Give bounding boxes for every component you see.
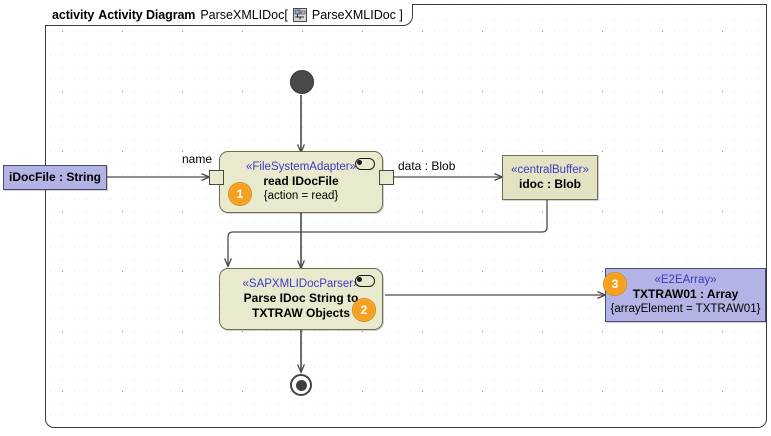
action-node-parser-stereotype: «SAPXMLIDocParser» [242,277,360,290]
object-node-idocfile[interactable]: iDocFile : String [3,165,107,190]
action-node-read-label: read IDocFile [263,173,339,188]
diagram-title-kind: Activity Diagram [98,7,196,22]
diagram-frame [45,4,767,428]
badge-2[interactable]: 2 [352,298,376,322]
object-node-array-property: {arrayElement = TXTRAW01} [610,303,761,315]
object-node-buffer-label: idoc : Blob [519,177,581,191]
badge-3[interactable]: 3 [603,272,627,296]
behavior-capsule-icon [355,275,375,287]
output-pin-data[interactable] [379,170,394,185]
action-node-read-stereotype: «FileSystemAdapter» [246,160,356,173]
badge-1[interactable]: 1 [228,182,252,206]
object-node-array-stereotype: «E2EArray» [654,274,717,286]
activity-diagram-icon [292,7,307,22]
diagram-title-tab[interactable]: activity Activity Diagram ParseXMLIDoc [… [45,4,413,26]
diagram-title-name: ParseXMLIDoc [200,7,285,22]
action-node-read-property: {action = read} [263,189,339,202]
action-node-parser-label-line2: TXTRAW Objects [251,305,350,320]
diagram-title-keyword: activity [52,7,95,22]
edge-label-data-blob: data : Blob [398,159,456,173]
diagram-title-bracket: [ [284,7,288,22]
diagram-title-suffix: ParseXMLIDoc ] [311,7,403,22]
object-node-buffer-stereotype: «centralBuffer» [511,164,589,176]
activity-final-node-icon[interactable] [290,374,312,396]
object-node-txtraw-array[interactable]: «E2EArray» TXTRAW01 : Array {arrayElemen… [605,268,766,322]
object-node-idocfile-label: iDocFile : String [8,170,101,184]
action-node-parser-label-line1: Parse IDoc String to [243,290,359,305]
edge-label-name: name [182,152,213,166]
initial-node-icon[interactable] [290,70,314,94]
behavior-capsule-icon [355,158,375,170]
input-pin-name[interactable] [209,170,224,185]
object-node-central-buffer[interactable]: «centralBuffer» idoc : Blob [502,155,598,200]
object-node-array-label: TXTRAW01 : Array [632,287,739,301]
